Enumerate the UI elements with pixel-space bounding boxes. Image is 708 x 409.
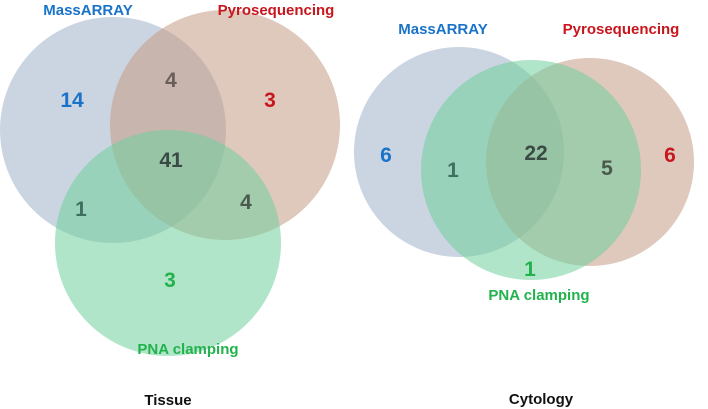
cytology-pyrosequencing-label: Pyrosequencing <box>563 21 680 38</box>
cytology-all-three-count: 22 <box>524 142 547 165</box>
cytology-massarray-label: MassARRAY <box>398 21 487 38</box>
cytology-venn: MassARRAY Pyrosequencing PNA clamping 6 … <box>354 21 694 408</box>
cytology-pna-circle <box>421 60 641 280</box>
cytology-pyrosequencing-only-count: 6 <box>664 144 676 167</box>
tissue-massarray-pyrosequencing-count: 4 <box>165 69 177 92</box>
cytology-caption: Cytology <box>509 391 574 408</box>
cytology-pna-label: PNA clamping <box>488 287 589 304</box>
tissue-pyrosequencing-only-count: 3 <box>264 89 276 112</box>
tissue-massarray-label: MassARRAY <box>43 2 132 19</box>
cytology-pyrosequencing-pna-count: 5 <box>601 157 613 180</box>
tissue-pna-only-count: 3 <box>164 269 176 292</box>
tissue-venn: MassARRAY Pyrosequencing PNA clamping 14… <box>0 2 340 409</box>
tissue-pna-label: PNA clamping <box>137 341 238 358</box>
cytology-massarray-pna-count: 1 <box>447 159 459 182</box>
tissue-massarray-only-count: 14 <box>60 89 84 112</box>
tissue-all-three-count: 41 <box>159 149 183 172</box>
tissue-pyrosequencing-pna-count: 4 <box>240 191 252 214</box>
tissue-pna-circle <box>55 130 281 356</box>
cytology-massarray-only-count: 6 <box>380 144 392 167</box>
tissue-pyrosequencing-label: Pyrosequencing <box>218 2 335 19</box>
tissue-massarray-pna-count: 1 <box>75 198 87 221</box>
cytology-pna-only-count: 1 <box>524 258 536 281</box>
tissue-caption: Tissue <box>144 392 191 409</box>
